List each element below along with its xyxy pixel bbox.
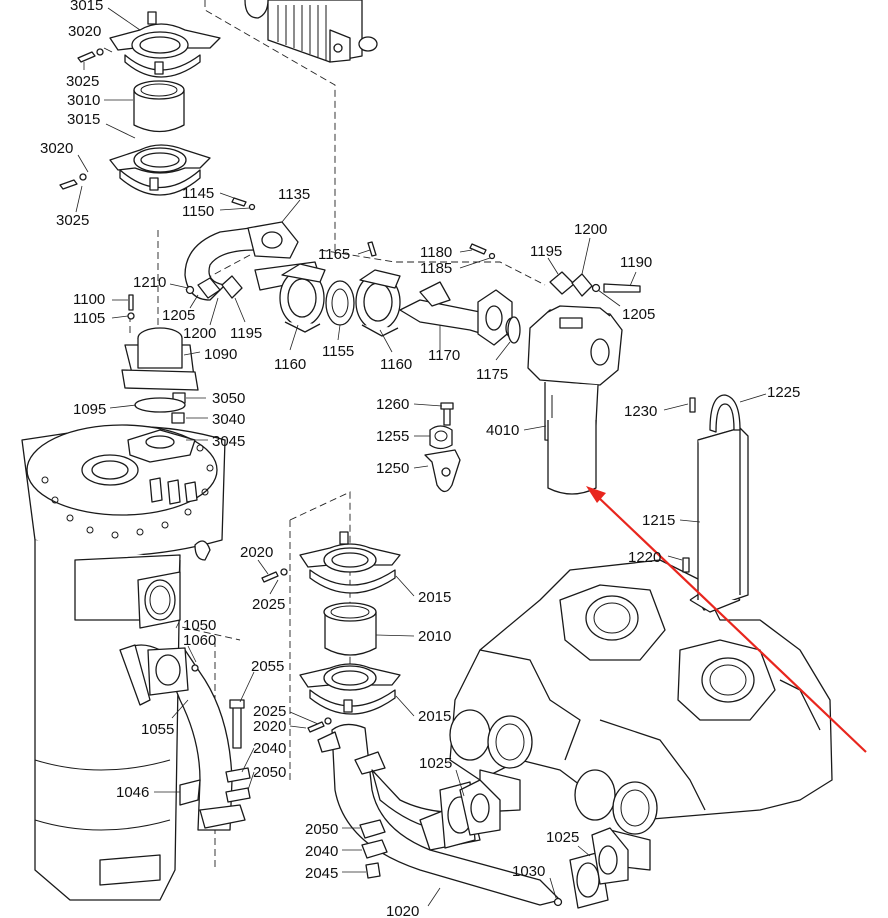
label-1090: 1090 — [204, 346, 237, 363]
label-2040: 2040 — [253, 740, 286, 757]
label-1165: 1165 — [318, 246, 350, 263]
bellows-1160-1155 — [254, 261, 401, 337]
label-1050: 1050 — [183, 617, 216, 634]
bolt-2055 — [225, 699, 251, 803]
label-2010: 2010 — [418, 628, 451, 645]
label-1135: 1135 — [278, 186, 310, 203]
label-3020: 3020 — [40, 140, 73, 157]
label-1020: 1020 — [386, 903, 419, 918]
label-1105: 1105 — [73, 310, 105, 327]
label-2025: 2025 — [252, 596, 285, 613]
label-1160: 1160 — [274, 356, 306, 373]
label-1145: 1145 — [182, 185, 214, 202]
label-1225: 1225 — [767, 384, 800, 401]
leader-lines — [75, 7, 767, 907]
label-3045: 3045 — [212, 433, 245, 450]
label-1220: 1220 — [628, 549, 661, 566]
gasket-1175 — [507, 316, 521, 344]
label-1025: 1025 — [546, 829, 579, 846]
mount-1090 — [121, 327, 199, 446]
label-2015: 2015 — [418, 589, 451, 606]
label-1046: 1046 — [116, 784, 149, 801]
label-3025: 3025 — [66, 73, 99, 90]
clamp-3015-upper — [109, 11, 221, 78]
label-1025: 1025 — [419, 755, 452, 772]
part-labels: 3015 3020 3025 3010 3015 3020 3025 1145 … — [40, 0, 800, 918]
radiator-fragment — [244, 0, 378, 63]
bracket-1215 — [682, 394, 749, 613]
pipe-section-1170 — [399, 281, 519, 346]
gaskets-1195-1200-right — [549, 271, 641, 297]
clamp-2015-lower — [299, 663, 401, 715]
label-4010: 4010 — [486, 422, 519, 439]
label-2020: 2020 — [253, 718, 286, 735]
label-1210: 1210 — [133, 274, 166, 291]
label-2025: 2025 — [253, 703, 286, 720]
label-3020: 3020 — [68, 23, 101, 40]
label-3040: 3040 — [212, 411, 245, 428]
sleeve-3010 — [133, 80, 185, 133]
label-2050: 2050 — [305, 821, 338, 838]
label-1170: 1170 — [428, 347, 460, 364]
label-1160: 1160 — [380, 356, 412, 373]
clamp-2015-upper — [299, 531, 401, 594]
clamp-3015-lower — [109, 144, 211, 196]
sleeve-2010 — [323, 602, 377, 656]
pointer-arrow — [586, 486, 867, 753]
label-1185: 1185 — [420, 260, 452, 277]
label-3010: 3010 — [67, 92, 100, 109]
label-2050: 2050 — [253, 764, 286, 781]
label-1260: 1260 — [376, 396, 409, 413]
label-1255: 1255 — [376, 428, 409, 445]
engine-block — [449, 559, 833, 885]
gaskets-1195-1200-left — [185, 275, 243, 299]
label-1055: 1055 — [141, 721, 174, 738]
label-3025: 3025 — [56, 212, 89, 229]
label-1190: 1190 — [620, 254, 652, 271]
washers-2040-2050 — [359, 819, 388, 879]
label-3050: 3050 — [212, 390, 245, 407]
label-1060: 1060 — [183, 632, 216, 649]
label-2055: 2055 — [251, 658, 284, 675]
label-1100: 1100 — [73, 291, 105, 308]
label-3015: 3015 — [70, 0, 103, 14]
label-1200: 1200 — [183, 325, 216, 342]
exhaust-pipe-1020 — [317, 723, 609, 909]
small-bolts-upper — [127, 197, 496, 320]
label-2015: 2015 — [418, 708, 451, 725]
label-1230: 1230 — [624, 403, 657, 420]
label-1195: 1195 — [530, 243, 562, 260]
label-1250: 1250 — [376, 460, 409, 477]
silencer-body — [21, 424, 226, 901]
label-2040: 2040 — [305, 843, 338, 860]
label-1180: 1180 — [420, 244, 452, 261]
label-1150: 1150 — [182, 203, 214, 220]
label-1095: 1095 — [73, 401, 106, 418]
label-1175: 1175 — [476, 366, 508, 383]
label-1155: 1155 — [322, 343, 354, 360]
clamp-1250 — [424, 402, 461, 493]
label-1205: 1205 — [162, 307, 195, 324]
label-1195: 1195 — [230, 325, 262, 342]
small-bolts-3020 — [59, 48, 104, 190]
label-2045: 2045 — [305, 865, 338, 882]
label-3015: 3015 — [67, 111, 100, 128]
label-1030: 1030 — [512, 863, 545, 880]
label-2020: 2020 — [240, 544, 273, 561]
label-1215: 1215 — [642, 512, 675, 529]
label-1200: 1200 — [574, 221, 607, 238]
filter-4010 — [527, 305, 623, 495]
label-1205: 1205 — [622, 306, 655, 323]
elbow-1055 — [119, 644, 246, 831]
